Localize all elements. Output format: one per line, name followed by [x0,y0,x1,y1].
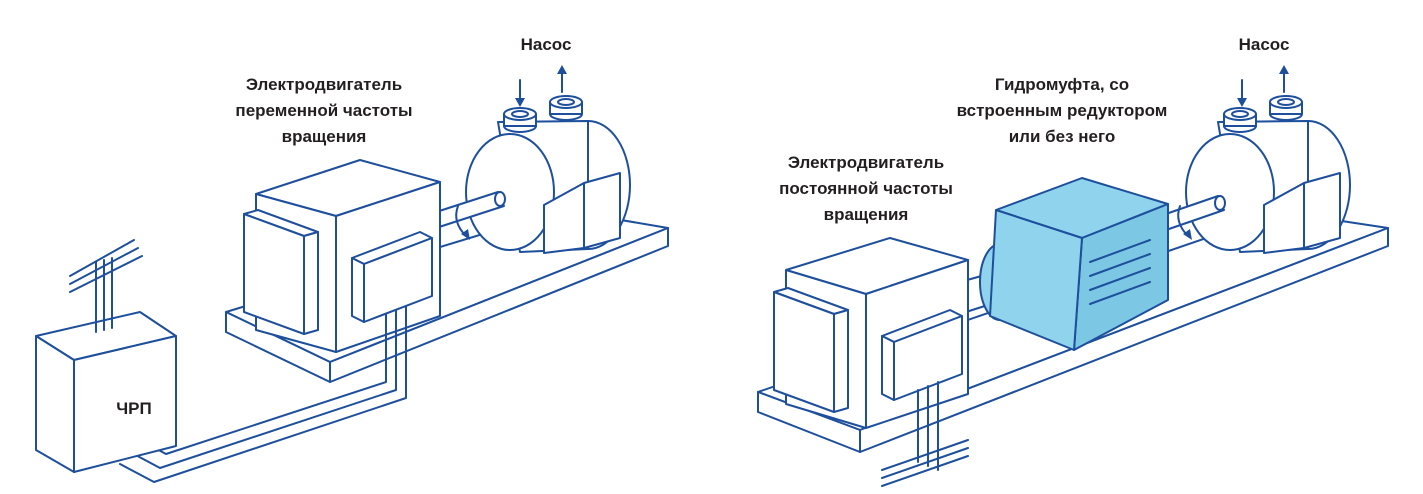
left-motor-label-line1: Электродвигатель [246,75,402,94]
right-rotation-arrowhead [1183,229,1192,240]
coupling-label-line1: Гидромуфта, со [995,75,1129,94]
right-flow-in-arrow [1237,79,1247,107]
coupling-label-line2: встроенным редуктором [957,101,1168,120]
left-flow-in-arrow [515,79,525,107]
left-motor-label-line3: вращения [282,127,367,146]
right-cable [881,381,969,487]
vfd-label: ЧРП [116,399,152,418]
fluid-coupling [979,177,1169,351]
right-motor-label-line2: постоянной частоты [779,179,953,198]
left-scheme: Насос Электродвигатель переменной частот… [35,35,669,483]
left-power-lines [69,239,143,333]
left-flow-out-arrow [557,65,567,93]
right-flow-out-arrow [1279,65,1289,93]
coupling-label-line3: или без него [1009,127,1116,146]
right-scheme: Насос Гидромуфта, со встроенным редуктор… [757,35,1389,487]
left-vfd-box [35,311,177,473]
left-rotation-arrowhead [461,229,470,240]
right-motor [773,237,969,429]
right-pump-label: Насос [1239,35,1290,54]
left-motor-label-line2: переменной частоты [235,101,412,120]
right-motor-label-line3: вращения [824,205,909,224]
left-pump-label: Насос [521,35,572,54]
right-pump [1185,95,1351,254]
right-motor-label-line1: Электродвигатель [788,153,944,172]
left-motor [243,159,441,353]
left-pump [465,95,631,254]
